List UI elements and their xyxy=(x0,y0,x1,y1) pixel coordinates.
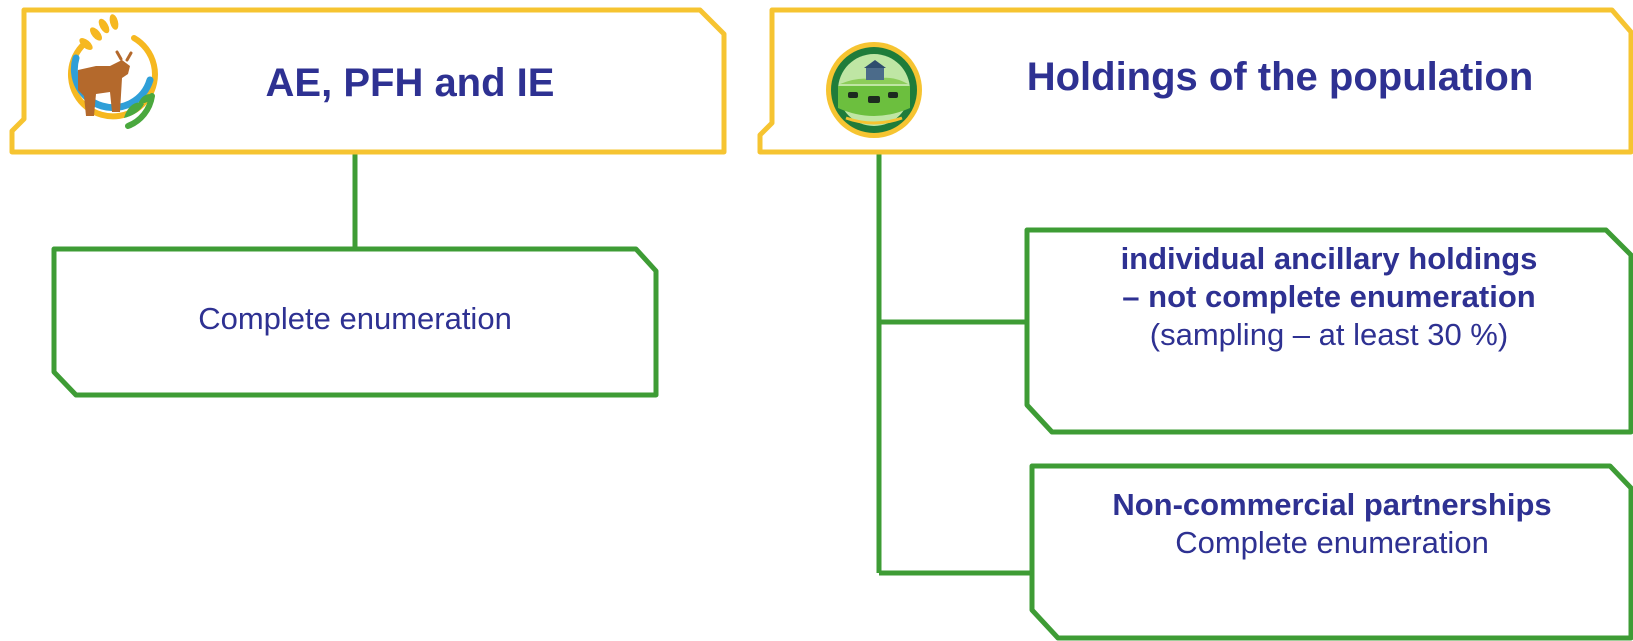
header-box-left xyxy=(9,7,727,155)
child-box-left xyxy=(51,246,659,398)
child-text-left: Complete enumeration xyxy=(198,301,512,336)
cow-wheat-emblem-icon xyxy=(67,14,158,129)
child-right-1-line-1: individual ancillary holdings xyxy=(1120,241,1538,276)
child-right-2-line-1: Non-commercial partnerships xyxy=(1112,487,1552,522)
connectors xyxy=(352,152,1030,576)
child-right-2-line-2: Complete enumeration xyxy=(1175,525,1489,560)
header-title-right: Holdings of the population xyxy=(1026,55,1534,99)
child-right-1-line-3: (sampling – at least 30 %) xyxy=(1149,317,1509,352)
farm-landscape-emblem-icon xyxy=(826,42,922,138)
child-text-right-1: individual ancillary holdings – not comp… xyxy=(1030,240,1628,354)
header-title-left: AE, PFH and IE xyxy=(265,61,555,105)
child-text-right-2: Non-commercial partnerships Complete enu… xyxy=(1034,486,1630,562)
child-box-right-1 xyxy=(1024,227,1633,435)
header-box-right xyxy=(757,7,1633,155)
child-right-1-line-2: – not complete enumeration xyxy=(1122,279,1536,314)
child-box-right-2 xyxy=(1029,463,1633,641)
